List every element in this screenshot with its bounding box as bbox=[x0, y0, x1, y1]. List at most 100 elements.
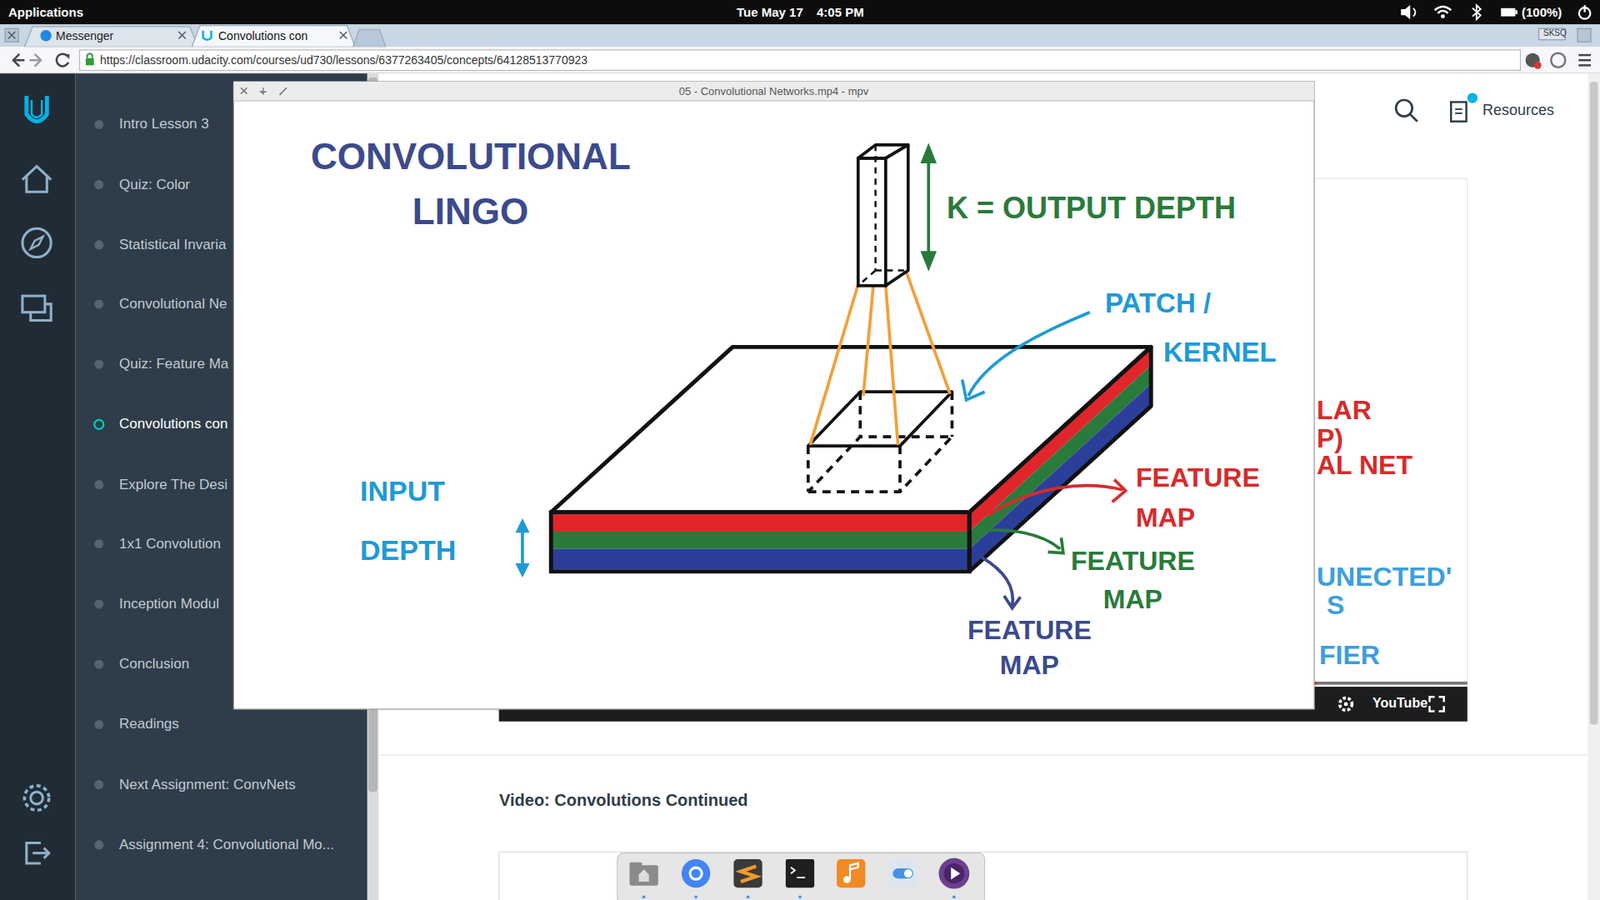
address-bar: https://classroom.udacity.com/courses/ud… bbox=[80, 50, 1521, 70]
keyboard-indicator: SKSQ bbox=[1543, 28, 1567, 39]
browser-toolbar bbox=[1578, 64, 1591, 66]
browser-toolbar bbox=[64, 54, 70, 60]
dock bbox=[617, 853, 985, 900]
page-header-icons bbox=[1410, 114, 1418, 122]
lesson-link: Convolutional Ne bbox=[119, 295, 227, 313]
convolution-illustration bbox=[969, 365, 1151, 549]
convolution-illustration bbox=[858, 391, 862, 437]
battery-level: (100%) bbox=[1521, 5, 1562, 20]
convolution-illustration bbox=[515, 518, 530, 533]
convolution-illustration bbox=[550, 549, 970, 570]
convolution-illustration bbox=[926, 150, 930, 264]
player-window: 05 - Convolutional Networks.mp4 - mpv bbox=[233, 81, 1315, 710]
lesson-sidebar bbox=[94, 720, 104, 730]
top-panel bbox=[1400, 5, 1410, 20]
address-bar-text: https://classroom.udacity.com/courses/ud… bbox=[80, 50, 588, 70]
lesson-link: Inception Modul bbox=[119, 595, 220, 613]
left-rail bbox=[22, 295, 45, 313]
convolution-illustration bbox=[1048, 537, 1064, 553]
dock bbox=[889, 859, 918, 888]
dock bbox=[733, 859, 762, 888]
browser-tab-bar bbox=[1577, 28, 1591, 42]
lesson-link: Conclusion bbox=[119, 655, 190, 673]
video-fragment: FIER bbox=[1319, 641, 1380, 669]
dock bbox=[639, 869, 650, 882]
convolution-illustration bbox=[810, 277, 860, 445]
depth-label: K = OUTPUT DEPTH bbox=[946, 193, 1236, 224]
lesson-sidebar bbox=[94, 780, 104, 790]
panel-date: Tue May 17 bbox=[736, 5, 804, 20]
browser-tab-bar bbox=[0, 24, 1600, 47]
browser-toolbar bbox=[1534, 61, 1542, 70]
section-heading: Video: Convolutions Continued bbox=[499, 790, 749, 810]
browser-tab-bar bbox=[8, 31, 16, 40]
dock bbox=[691, 869, 701, 879]
browser-tab-bar bbox=[24, 26, 198, 47]
convolution-illustration bbox=[969, 349, 1151, 532]
dock bbox=[630, 862, 643, 868]
dock bbox=[740, 866, 756, 882]
lesson-link: Readings bbox=[119, 715, 180, 733]
left-rail bbox=[30, 304, 51, 321]
mpv-window bbox=[280, 87, 288, 95]
video-player bbox=[1439, 696, 1445, 702]
browser-tab-bar bbox=[191, 25, 355, 48]
video-fragment: AL NET bbox=[1316, 451, 1413, 479]
dock bbox=[952, 895, 956, 899]
browser-toolbar bbox=[87, 53, 93, 59]
dock bbox=[798, 895, 802, 899]
lesson-sidebar bbox=[94, 660, 104, 670]
convolution-illustration bbox=[550, 514, 970, 532]
lesson-sidebar bbox=[94, 360, 104, 370]
browser-toolbar bbox=[80, 50, 1521, 70]
convolution-illustration bbox=[969, 383, 1151, 570]
browser-toolbar bbox=[1550, 53, 1565, 68]
dock bbox=[904, 869, 913, 878]
video-player bbox=[377, 755, 1588, 756]
top-panel bbox=[0, 0, 1600, 25]
convolution-illustration bbox=[858, 158, 886, 286]
convolution-illustration bbox=[875, 269, 909, 271]
convolution-illustration bbox=[920, 142, 937, 163]
feature-map-label: FEATURE MAP bbox=[967, 612, 1092, 683]
lesson-sidebar bbox=[94, 240, 104, 250]
lesson-sidebar bbox=[94, 599, 104, 609]
resources-button: Resources bbox=[1456, 98, 1574, 122]
dock bbox=[785, 859, 815, 888]
browser-tab-text: Convolutions con bbox=[195, 25, 308, 47]
top-panel bbox=[1413, 8, 1415, 17]
browser-toolbar bbox=[0, 46, 1600, 74]
top-panel bbox=[1435, 6, 1452, 10]
video-player bbox=[1344, 701, 1349, 706]
convolution-illustration bbox=[968, 312, 1090, 396]
browser-tab-bar bbox=[40, 30, 51, 41]
mpv-window bbox=[233, 100, 1315, 102]
page-header-icons bbox=[1450, 101, 1466, 121]
convolution-illustration bbox=[858, 270, 876, 285]
left-rail bbox=[0, 73, 76, 900]
browser-tab-bar bbox=[353, 30, 386, 48]
video-fragment: LAR bbox=[1316, 396, 1372, 424]
lesson-link: Assignment 4: Convolutional Mo... bbox=[119, 836, 335, 854]
dock bbox=[850, 863, 859, 880]
lesson-sidebar bbox=[94, 539, 104, 549]
convolution-illustration bbox=[950, 391, 955, 437]
page-header-icons bbox=[1455, 108, 1463, 110]
dock bbox=[689, 866, 704, 881]
convolution-illustration bbox=[874, 145, 876, 271]
dock bbox=[617, 853, 985, 900]
dock bbox=[892, 868, 913, 879]
browser-tab-bar bbox=[5, 28, 19, 42]
convolution-illustration bbox=[550, 531, 970, 550]
browser-tab-bar bbox=[340, 31, 348, 40]
browser-tab: Convolutions con bbox=[195, 25, 346, 47]
video-player bbox=[1430, 705, 1435, 711]
dock bbox=[681, 859, 710, 888]
left-rail bbox=[44, 848, 50, 859]
browser-toolbar bbox=[1578, 59, 1591, 61]
mpv-window bbox=[240, 87, 247, 94]
lesson-link: 1x1 Convolution bbox=[119, 535, 221, 553]
left-rail bbox=[24, 785, 49, 810]
